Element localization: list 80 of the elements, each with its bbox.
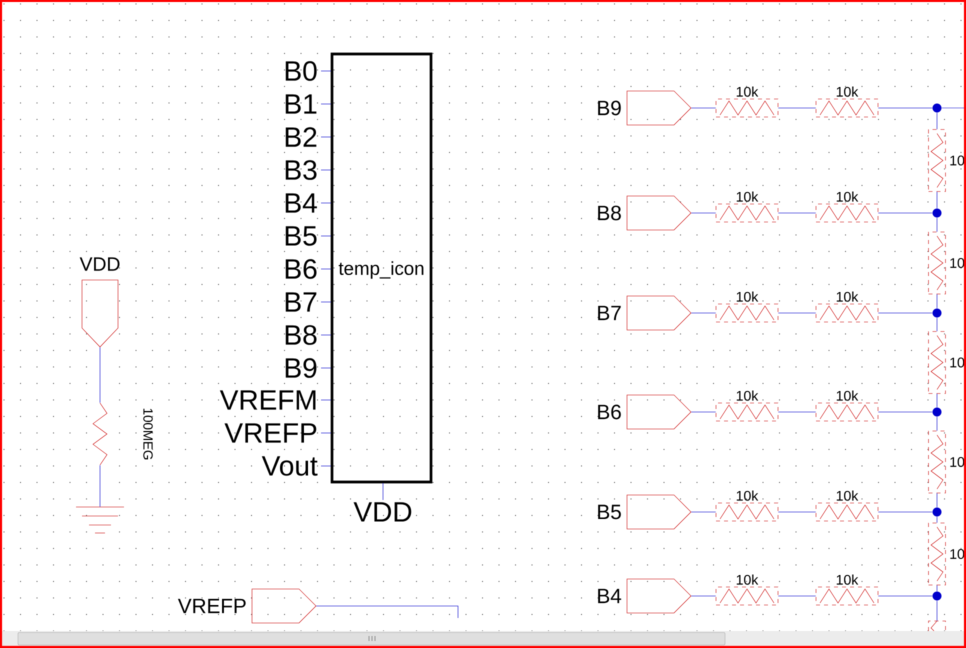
node-label: 10 xyxy=(950,258,964,268)
wire xyxy=(936,192,938,208)
input-port: B6 xyxy=(598,394,692,430)
node-label: 10 xyxy=(950,549,964,559)
wire xyxy=(936,585,938,592)
pin-label: VDD xyxy=(354,502,412,522)
input-port: VREFP xyxy=(178,588,316,624)
resistor: 10k xyxy=(816,390,878,422)
resistor: 10k xyxy=(816,490,878,522)
node-label: 10k xyxy=(836,390,858,401)
node-label: 10 xyxy=(950,156,964,166)
node-label: B4 xyxy=(598,588,622,604)
wire xyxy=(936,318,938,332)
ground-symbol xyxy=(76,506,124,534)
wire xyxy=(936,516,938,523)
junction-dot xyxy=(932,592,942,600)
resistor: 10k xyxy=(816,191,878,222)
resistor: 10k xyxy=(716,390,778,422)
node-label: B7 xyxy=(598,306,621,320)
resistor: 10k xyxy=(816,291,878,322)
junction-dot xyxy=(932,104,942,112)
node-label: 10k xyxy=(736,574,758,585)
wire xyxy=(936,394,938,408)
wire xyxy=(691,312,716,314)
pin-label: VREFP xyxy=(224,423,316,443)
resistor: 10k xyxy=(716,490,778,522)
node-label: B8 xyxy=(598,206,621,220)
node-label: 10k xyxy=(836,574,858,585)
wire xyxy=(936,294,938,308)
node-label: B6 xyxy=(598,404,621,420)
wire xyxy=(936,493,938,508)
wire xyxy=(936,416,938,431)
node-label: 10k xyxy=(736,490,758,501)
resistor: 100MEG xyxy=(92,402,153,466)
node-label: 10k xyxy=(736,86,758,97)
resistor: 10k xyxy=(816,574,878,606)
resistor: 10k xyxy=(716,574,778,606)
node-label: VDD xyxy=(80,257,120,271)
junction-dot xyxy=(932,508,942,516)
input-port: B4 xyxy=(598,578,692,614)
wire xyxy=(778,312,816,314)
node-label: 10 xyxy=(950,358,964,368)
input-port: B9 xyxy=(598,90,692,126)
input-port: VDD xyxy=(80,257,120,348)
wire xyxy=(691,212,716,214)
node-label: 10 xyxy=(950,457,964,467)
wire xyxy=(936,600,938,621)
wire xyxy=(778,212,816,214)
node-label: B5 xyxy=(598,504,621,520)
junction-dot xyxy=(932,208,942,218)
node-label: B9 xyxy=(598,100,621,116)
wire xyxy=(936,218,938,232)
node-label: 10k xyxy=(736,191,758,202)
resistor: 10 xyxy=(928,331,964,394)
node-label: 10k xyxy=(836,490,858,501)
resistor: 10k xyxy=(716,86,778,118)
node-label: 10k xyxy=(836,86,858,97)
resistor: 10 xyxy=(928,522,964,586)
resistor: 10 xyxy=(928,430,964,494)
junction-dot xyxy=(932,308,942,318)
resistor xyxy=(928,620,946,632)
node-label: 10k xyxy=(736,291,758,302)
input-port: B7 xyxy=(598,296,692,330)
resistor: 10 xyxy=(928,129,964,192)
junction-dot xyxy=(932,408,942,416)
wire xyxy=(878,212,932,214)
input-port: B5 xyxy=(598,494,692,530)
resistor: 10k xyxy=(816,86,878,118)
input-port: B8 xyxy=(598,196,692,230)
node-label: VREFP xyxy=(178,598,246,614)
node-label: 10k xyxy=(736,390,758,401)
node-label: 10k xyxy=(836,291,858,302)
resistor: 10 xyxy=(928,232,964,294)
node-label: 10k xyxy=(836,191,858,202)
resistor: 10k xyxy=(716,191,778,222)
wire xyxy=(316,606,458,618)
resistor: 10k xyxy=(716,291,778,322)
wire xyxy=(936,112,938,130)
pin-label: VREFM xyxy=(220,390,316,410)
wire xyxy=(878,312,932,314)
